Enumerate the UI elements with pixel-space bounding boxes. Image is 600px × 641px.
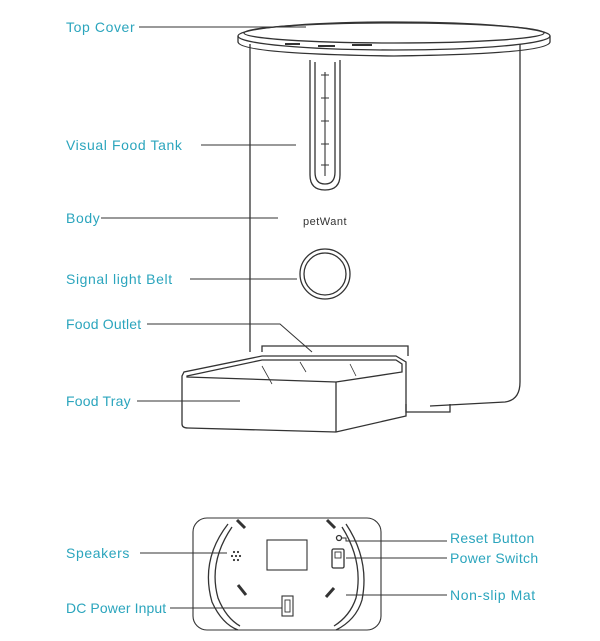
non-slip-mat-pad <box>235 518 247 530</box>
food-tray <box>181 355 407 433</box>
label-food-tray: Food Tray <box>66 393 131 409</box>
power-switch <box>331 548 345 569</box>
non-slip-mat-pad <box>236 584 248 596</box>
feeder-foot <box>405 404 451 413</box>
label-power-switch: Power Switch <box>450 550 539 566</box>
food-outlet <box>261 345 409 356</box>
label-visual-food-tank: Visual Food Tank <box>66 137 183 153</box>
top-cover <box>237 21 551 57</box>
leader-lines <box>101 26 447 609</box>
label-dc-power-input: DC Power Input <box>66 600 167 616</box>
brand-logo: petWant <box>303 216 347 228</box>
label-non-slip-mat: Non-slip Mat <box>450 587 536 603</box>
speaker-grille <box>230 550 242 562</box>
non-slip-mat-pad <box>324 587 336 598</box>
label-reset-button: Reset Button <box>450 530 535 546</box>
label-signal-light-belt: Signal light Belt <box>66 271 173 287</box>
signal-light-belt <box>299 248 351 300</box>
feeder-body <box>249 44 521 407</box>
bottom-label-plate <box>266 539 308 571</box>
label-food-outlet: Food Outlet <box>66 316 142 332</box>
bottom-base-outline <box>207 523 365 631</box>
visual-food-tank <box>309 60 341 191</box>
bottom-view-frame <box>192 517 382 631</box>
label-body: Body <box>66 210 101 226</box>
label-speakers: Speakers <box>66 545 130 561</box>
feeder-front-view <box>181 21 551 433</box>
label-top-cover: Top Cover <box>66 19 136 35</box>
reset-button <box>335 534 343 542</box>
feeder-bottom-view <box>192 517 382 631</box>
dc-power-input <box>281 595 294 617</box>
non-slip-mat-pad <box>325 518 337 530</box>
